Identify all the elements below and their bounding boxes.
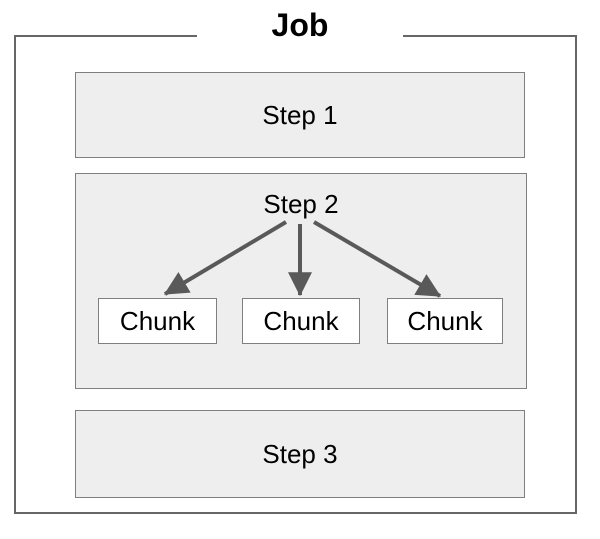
step3-label: Step 3 <box>262 438 338 469</box>
chunk1-label: Chunk <box>119 305 196 336</box>
step3-box: Step 3 <box>75 410 525 498</box>
step2-box: Step 2 <box>75 173 527 389</box>
step2-label: Step 2 <box>263 189 339 219</box>
step1-label: Step 1 <box>262 99 338 130</box>
diagram-title: Job <box>197 1 403 50</box>
chunk-box-1: Chunk <box>98 298 217 344</box>
chunk-box-3: Chunk <box>387 298 503 344</box>
chunk-box-2: Chunk <box>242 298 360 344</box>
chunk2-label: Chunk <box>263 305 339 336</box>
step1-box: Step 1 <box>75 72 525 158</box>
chunk3-label: Chunk <box>407 305 483 336</box>
